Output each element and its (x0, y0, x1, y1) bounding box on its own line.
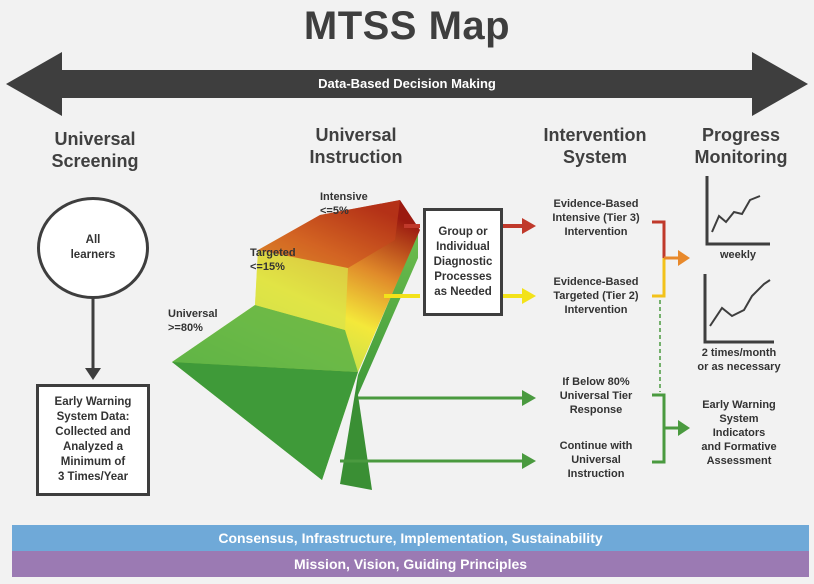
early-warning-indicators-label: Early Warning System Indicators and Form… (701, 399, 777, 467)
tier-universal-label: Universal >=80% (168, 308, 218, 334)
data-decision-label: Data-Based Decision Making (318, 76, 496, 91)
biweekly-label: 2 times/month or as necessary (697, 347, 781, 373)
continue-universal-label: Continue with Universal Instruction (559, 440, 633, 480)
early-warning-data-box: Early Warning System Data: Collected and… (36, 384, 150, 496)
tier-targeted-label: Targeted <=15% (250, 247, 296, 273)
tier3-bracket (652, 220, 666, 258)
tier2-intervention-label: Evidence-Based Targeted (Tier 2) Interve… (553, 276, 639, 316)
below-80-label: If Below 80% Universal Tier Response (559, 376, 633, 416)
tier-intensive-label: Intensive <=5% (320, 191, 368, 217)
tier2-bracket (652, 258, 666, 298)
yellow-arrowhead (522, 288, 536, 304)
heading-universal-screening: Universal Screening (51, 129, 139, 171)
heading-universal-instruction: Universal Instruction (309, 125, 403, 167)
green-arrowhead-3 (678, 420, 690, 436)
heading-intervention-system: Intervention System (543, 125, 647, 167)
biweekly-chart-icon (703, 274, 774, 344)
green-arrowhead-2 (522, 453, 536, 469)
green-arrowhead-1 (522, 390, 536, 406)
orange-arrowhead (678, 250, 690, 266)
foundation-band-bottom: Mission, Vision, Guiding Principles (12, 551, 809, 577)
tier-pyramid (172, 200, 420, 490)
all-learners-label: All learners (70, 234, 116, 261)
diagnostic-process-box: Group or Individual Diagnostic Processes… (423, 208, 503, 316)
all-learners-circle: All learners (37, 197, 149, 299)
diagnostic-process-label: Group or Individual Diagnostic Processes… (433, 225, 493, 298)
screening-arrowhead (85, 368, 101, 380)
foundation-band-top: Consensus, Infrastructure, Implementatio… (12, 525, 809, 551)
heading-progress-monitoring: Progress Monitoring (694, 125, 788, 167)
page-title: MTSS Map (303, 4, 511, 48)
data-decision-arrow (6, 52, 808, 116)
weekly-label: weekly (719, 249, 757, 261)
early-warning-data-label: Early Warning System Data: Collected and… (54, 396, 132, 483)
tier3-intervention-label: Evidence-Based Intensive (Tier 3) Interv… (552, 198, 640, 238)
weekly-chart-icon (705, 176, 770, 246)
red-arrowhead (522, 218, 536, 234)
